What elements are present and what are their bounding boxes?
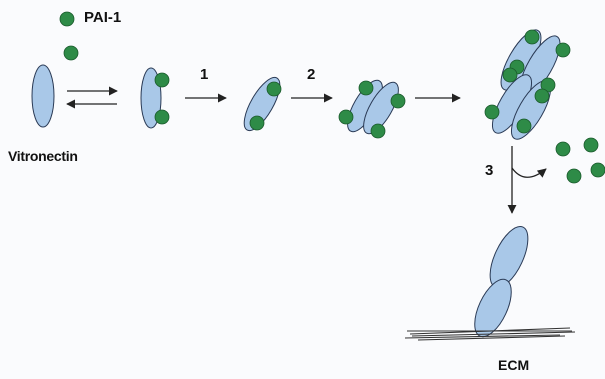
vitronectin-pai1-complex xyxy=(141,68,169,128)
step-2-label: 2 xyxy=(307,66,315,83)
legend-pai1-dot xyxy=(60,12,74,26)
step-3-label: 3 xyxy=(485,162,493,179)
vitronectin-monomer xyxy=(32,65,54,127)
pai1-release-arrow xyxy=(512,168,546,177)
equilibrium-arrows xyxy=(67,91,117,104)
free-pai1-dot xyxy=(64,46,78,60)
rotated-complex xyxy=(237,73,286,136)
vitronectin-label: Vitronectin xyxy=(8,148,78,164)
released-pai1 xyxy=(556,138,605,183)
dimer-complex xyxy=(339,75,405,138)
legend-pai1-label: PAI-1 xyxy=(84,9,121,26)
multimer-complex xyxy=(485,25,570,145)
step-1-label: 1 xyxy=(200,66,208,83)
ecm-bound-vitronectin xyxy=(467,221,535,342)
ecm-label: ECM xyxy=(498,357,529,373)
